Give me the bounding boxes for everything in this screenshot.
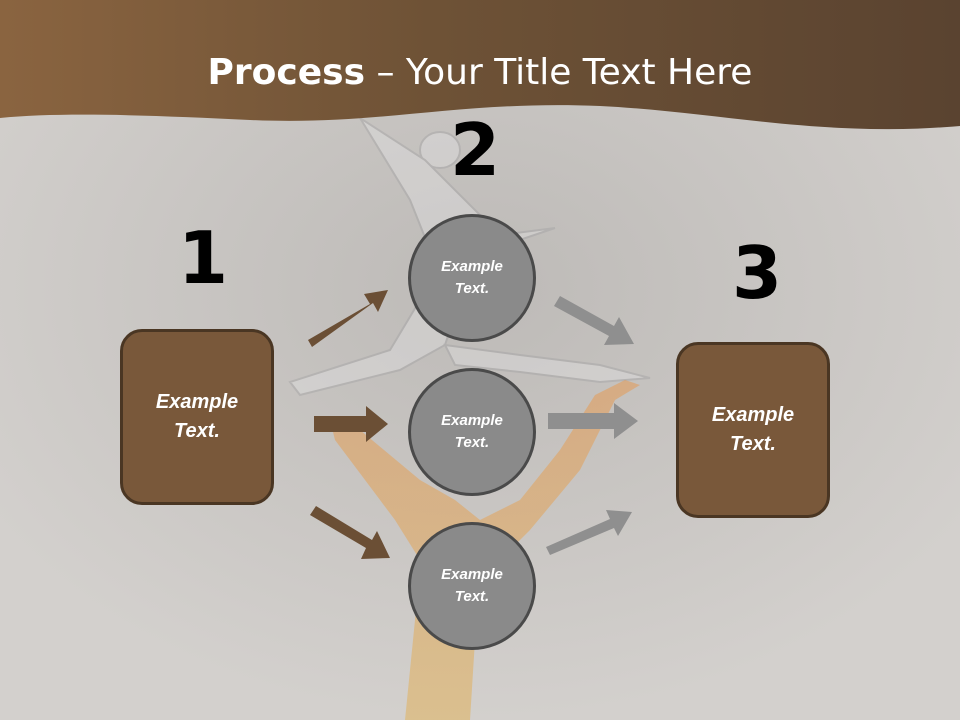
left-box-line2: Text.: [174, 420, 220, 442]
arrow-to-top-circle: [308, 290, 388, 347]
circle-bottom-line1: Example: [441, 565, 503, 583]
arrow-to-bottom-circle: [310, 506, 390, 559]
step-number-2: 2: [450, 108, 501, 192]
right-box: Example Text.: [676, 342, 830, 518]
title-rest: – Your Title Text Here: [365, 52, 753, 93]
circle-middle: Example Text.: [408, 368, 536, 496]
arrow-from-top-circle: [554, 296, 634, 345]
right-box-line2: Text.: [730, 433, 776, 455]
left-box-line1: Example: [155, 391, 239, 413]
step-number-1: 1: [178, 216, 229, 300]
circle-bottom: Example Text.: [408, 522, 536, 650]
left-box: Example Text.: [120, 329, 274, 505]
circle-top: Example Text.: [408, 214, 536, 342]
dancer-figure-image: [288, 117, 651, 397]
step-number-3: 3: [732, 231, 783, 315]
circle-bottom-line2: Text.: [454, 588, 490, 605]
arrow-from-bottom-circle: [546, 510, 632, 555]
arrow-from-middle-circle: [548, 403, 638, 439]
right-box-line1: Example: [711, 404, 795, 426]
circle-top-line1: Example: [441, 257, 503, 275]
circle-middle-line1: Example: [441, 411, 503, 429]
circle-top-line2: Text.: [454, 280, 490, 297]
circle-middle-line2: Text.: [454, 434, 490, 451]
arrow-to-middle-circle: [314, 406, 388, 442]
title-bold: Process: [207, 52, 366, 93]
slide-title: Process – Your Title Text Here: [0, 52, 960, 93]
